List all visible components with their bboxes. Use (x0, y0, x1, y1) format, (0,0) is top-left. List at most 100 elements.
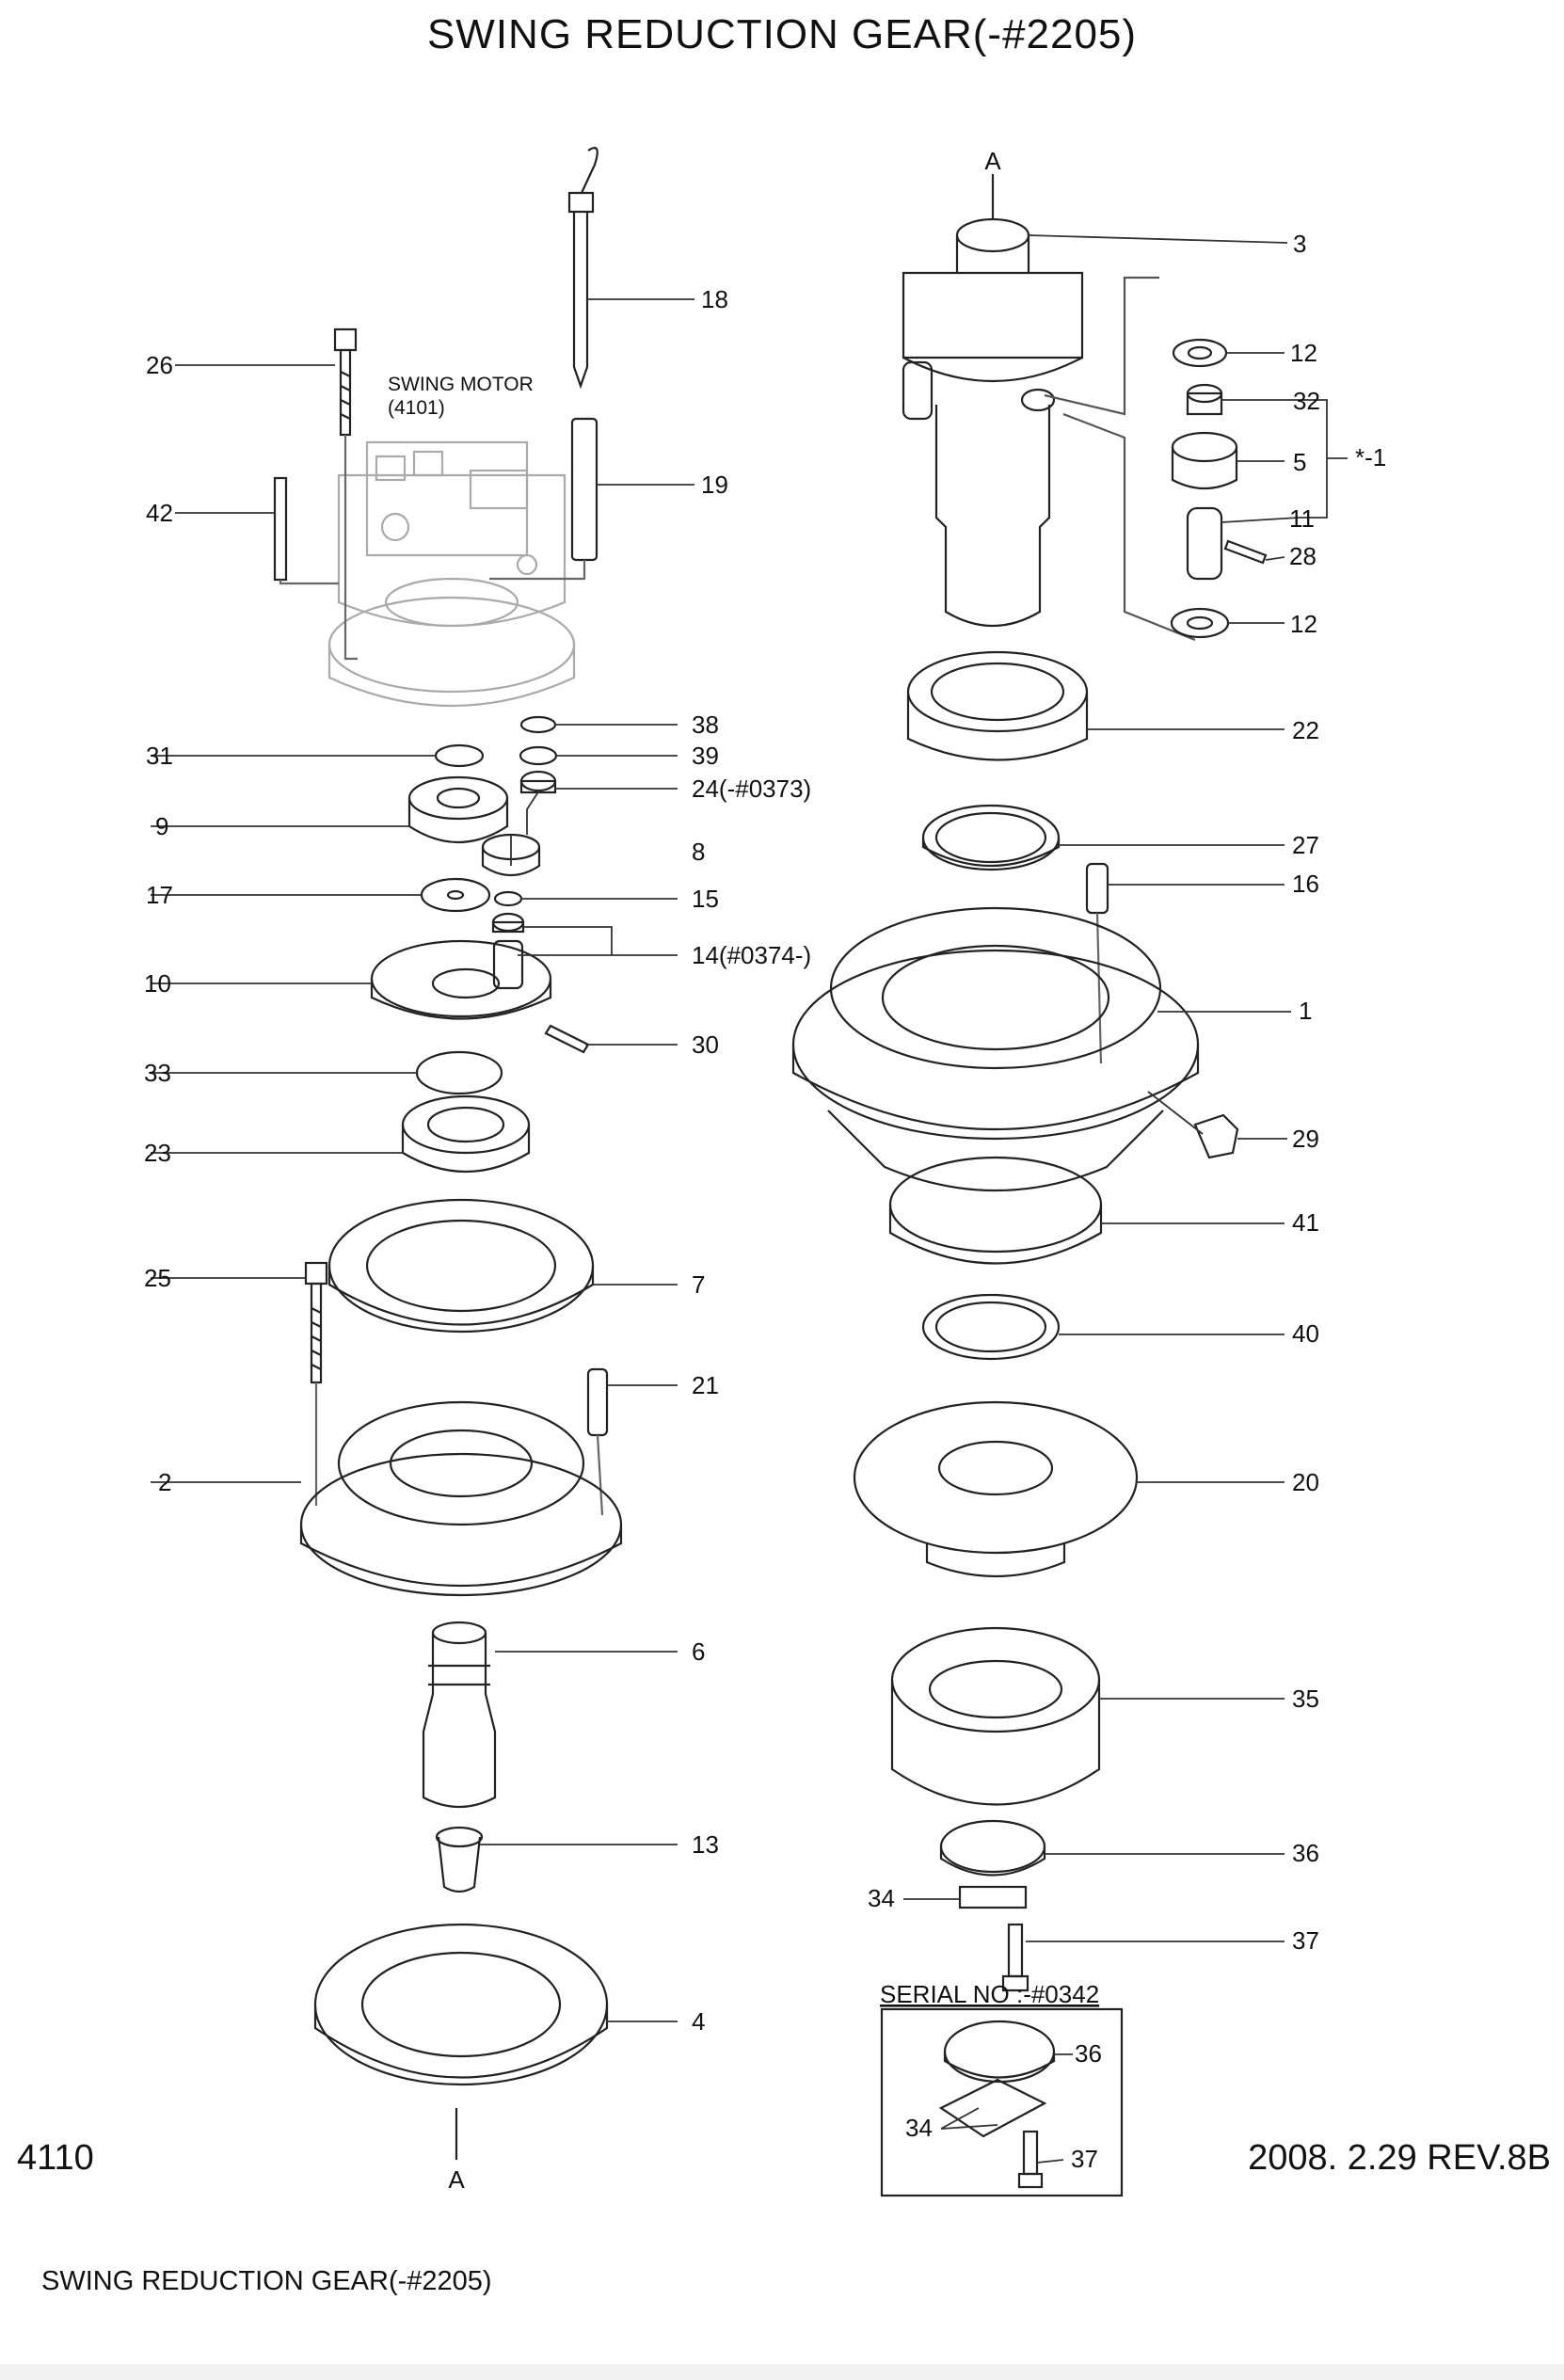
part-16-pin (1085, 862, 1109, 915)
label-part-4: 4 (692, 2007, 705, 2036)
label-part-1: 1 (1299, 997, 1312, 1025)
label-part-24: 24(-#0373) (692, 775, 811, 803)
part-1-housing (791, 906, 1200, 1192)
part-24-bearing (519, 770, 557, 794)
label-part-18: 18 (701, 285, 728, 313)
serial-note: SERIAL NO :-#0342 (880, 1980, 1099, 2008)
inset-label-part-36: 36 (1075, 2039, 1102, 2068)
label-part-30: 30 (692, 1030, 719, 1059)
bottom-bar (0, 2364, 1564, 2380)
label-part-15: 15 (692, 885, 719, 913)
label-part-2: 2 (158, 1468, 171, 1496)
label-part-13: 13 (692, 1830, 719, 1859)
part-4-ring-gear (313, 1923, 609, 2160)
label-part-12-top: 12 (1290, 339, 1317, 367)
label-part-32: 32 (1293, 387, 1320, 415)
label-part-3: 3 (1293, 230, 1306, 258)
part-15-ring (493, 890, 523, 907)
label-part-25: 25 (144, 1264, 171, 1292)
part-19-pipe (489, 417, 598, 581)
label-part-38: 38 (692, 711, 719, 739)
part-9-planet-gear (407, 775, 509, 843)
part-10-carrier (370, 939, 552, 1020)
inset-label-part-34: 34 (905, 2114, 933, 2142)
part-20-cover (853, 1400, 1139, 1578)
label-part-23: 23 (144, 1139, 171, 1167)
part-28-spring-pin (1223, 539, 1268, 565)
page-title: SWING REDUCTION GEAR(-#2205) (426, 11, 1138, 57)
label-part-42: 42 (146, 499, 173, 527)
part-36-plate (939, 1819, 1046, 1877)
label-part-27: 27 (1292, 831, 1319, 859)
part-12-thrust-washer-bottom (1170, 607, 1230, 639)
part-13-sleeve (435, 1826, 484, 1893)
label-part-9: 9 (155, 812, 168, 840)
label-part-7: 7 (692, 1270, 705, 1299)
part-6-shaft (422, 1621, 497, 1809)
label-part-37: 37 (1292, 1926, 1319, 1955)
inset-label-part-37: 37 (1071, 2145, 1098, 2173)
group-leader-top (1044, 276, 1159, 416)
inset-part-37-bolt (1017, 2130, 1044, 2189)
part-34-lock-plate (958, 1885, 1028, 1909)
label-part-10: 10 (144, 969, 171, 998)
label-part-16: 16 (1292, 870, 1319, 898)
part-31-snap-ring (434, 743, 485, 768)
section-a-label-top: A (984, 147, 1001, 175)
part-23-bearing (401, 1094, 531, 1173)
part-21-pin (586, 1367, 609, 1516)
part-16-leader (1095, 912, 1103, 1064)
part-37-bolt (1001, 1923, 1029, 1992)
part-32-needle-bearing (1186, 383, 1223, 416)
part-40-seal (921, 1293, 1061, 1361)
label-part-17: 17 (146, 881, 173, 909)
label-part-28: 28 (1289, 542, 1317, 570)
label-part-11: 11 (1289, 504, 1315, 533)
label-part-19: 19 (701, 471, 728, 499)
part-39-ring (519, 745, 558, 766)
label-part-33: 33 (144, 1059, 171, 1087)
label-part-29: 29 (1292, 1125, 1319, 1153)
part-25-bolt (304, 1261, 328, 1506)
inset-part-36-plate (943, 2020, 1056, 2084)
label-part-21: 21 (692, 1371, 719, 1399)
part-2-housing (299, 1400, 623, 1597)
label-part-39: 39 (692, 742, 719, 770)
serial-inset-box (880, 2007, 1124, 2197)
part-22-bearing (906, 650, 1089, 761)
part-5-planet-gear (1171, 431, 1238, 489)
page-number: 4110 (17, 2138, 94, 2178)
label-part-6: 6 (692, 1637, 705, 1666)
swing-motor-code: (4101) (388, 397, 445, 419)
leader-lines (151, 234, 1348, 2164)
part-30-pin (544, 1024, 590, 1054)
label-part-26: 26 (146, 351, 173, 379)
section-a-label-bottom: A (448, 2165, 465, 2194)
label-part-40: 40 (1292, 1319, 1319, 1348)
part-3-carrier-shaft (902, 217, 1084, 627)
footer-caption: SWING REDUCTION GEAR(-#2205) (41, 2266, 492, 2296)
label-part-12-bottom: 12 (1290, 610, 1317, 638)
part-11-pin (1186, 506, 1223, 581)
part-41-ring (888, 1156, 1103, 1265)
group-leader-bottom (1062, 412, 1196, 642)
part-33-ring (415, 1050, 503, 1095)
label-part-5: 5 (1293, 448, 1306, 476)
part-42-stud (273, 476, 339, 585)
label-part-41: 41 (1292, 1208, 1319, 1237)
part-27-ring (921, 804, 1061, 871)
label-part-8: 8 (692, 838, 705, 866)
part-35-pinion (890, 1626, 1101, 1806)
group-label: *-1 (1355, 443, 1386, 471)
part-7-ring-gear (327, 1198, 595, 1334)
part-18-dipstick (567, 147, 598, 390)
label-part-31: 31 (146, 742, 173, 770)
label-part-20: 20 (1292, 1468, 1319, 1496)
part-14-bearing (491, 912, 525, 934)
part-29-plug (1193, 1113, 1239, 1159)
label-part-34: 34 (868, 1884, 895, 1912)
part-26-bolt (333, 327, 358, 661)
label-part-36: 36 (1292, 1839, 1319, 1867)
